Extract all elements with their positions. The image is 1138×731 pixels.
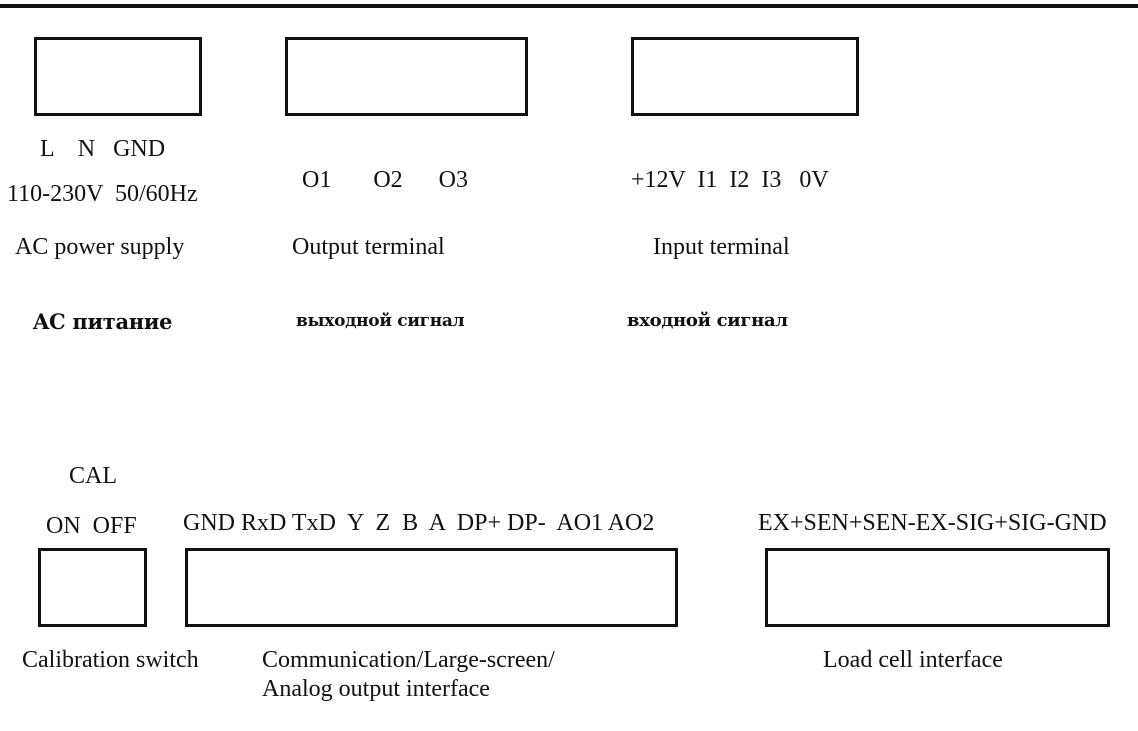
input-title-en: Input terminal [653,234,790,260]
power-voltage-label: 110-230V 50/60Hz [7,181,198,207]
top-border-line [0,4,1138,8]
output-terminal-block [285,37,528,116]
output-terminal-labels: O1 O2 O3 [302,167,468,193]
power-title-ru: AC питание [33,309,173,334]
input-terminal-block [631,37,859,116]
communication-title-line1: Communication/Large-screen/ [262,647,555,673]
power-title-en: AC power supply [15,234,185,260]
power-terminal-labels: L N GND [40,136,166,162]
power-terminal-block [34,37,202,116]
communication-title-line2: Analog output interface [262,676,490,702]
communication-terminal-block [185,548,678,627]
loadcell-terminal-block [765,548,1110,627]
input-title-ru: входной сигнал [627,310,788,331]
calibration-title-en: Calibration switch [22,647,199,673]
output-title-en: Output terminal [292,234,445,260]
cal-on-off-label: ON OFF [46,513,137,539]
loadcell-title-en: Load cell interface [823,647,1003,673]
cal-label: CAL [69,463,117,489]
communication-terminal-labels: GND RxD TxD Y Z B A DP+ DP- AO1 AO2 [183,510,655,536]
calibration-switch-block [38,548,147,627]
output-title-ru: выходной сигнал [296,311,465,331]
loadcell-terminal-labels: EX+SEN+SEN-EX-SIG+SIG-GND [758,510,1107,536]
input-terminal-labels: +12V I1 I2 I3 0V [631,167,829,193]
